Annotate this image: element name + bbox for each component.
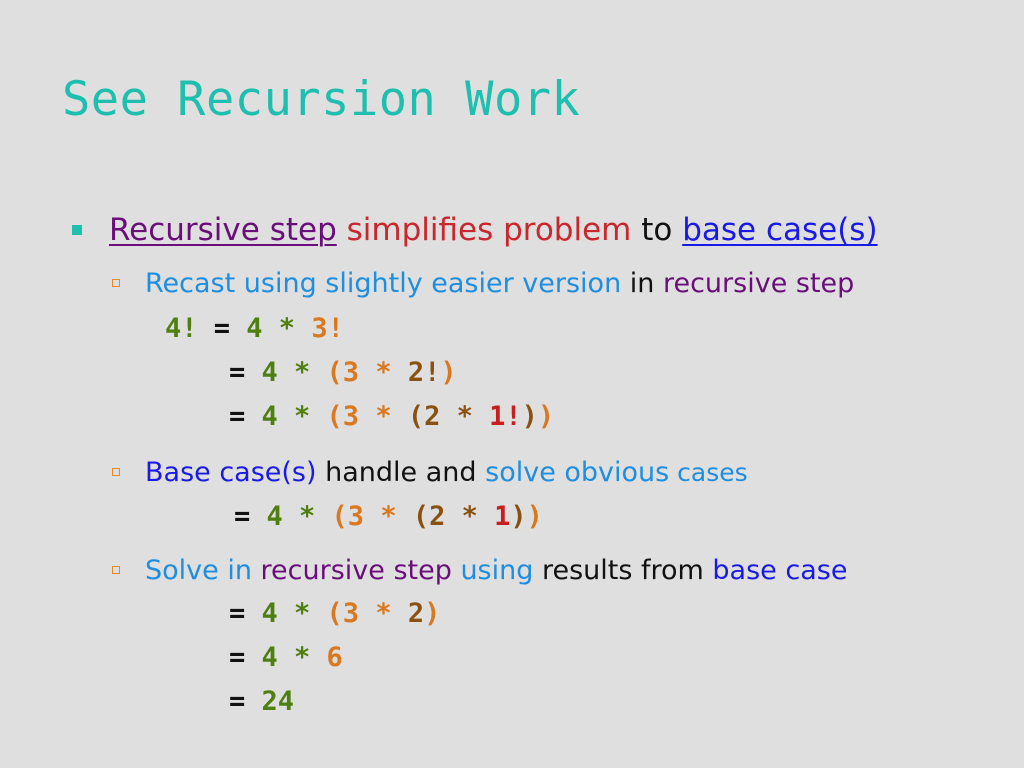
text-recursive-step: recursive step xyxy=(260,555,452,586)
code-line: = 4 * (3 * 2) xyxy=(229,598,440,629)
text-results-from: results from xyxy=(533,555,713,586)
text-base-case: base case xyxy=(712,555,848,586)
code-token: 4 * xyxy=(261,598,327,629)
text-using: using xyxy=(451,555,534,586)
subbullet-text: Solve in recursive step using results fr… xyxy=(145,555,847,586)
code-token: (2 * xyxy=(407,401,490,432)
code-token: = xyxy=(229,357,262,388)
code-token: = xyxy=(229,401,262,432)
code-token: = xyxy=(197,313,247,344)
code-token: 4! xyxy=(165,313,198,344)
code-token: 1! xyxy=(489,401,522,432)
text-solve-in: Solve in xyxy=(145,555,261,586)
code-token: ) xyxy=(537,401,555,432)
code-line: = 4 * 6 xyxy=(229,642,343,673)
code-line: = 4 * (3 * (2 * 1)) xyxy=(234,501,543,532)
code-token: 24 xyxy=(261,686,295,717)
code-token: 2! xyxy=(407,357,441,388)
code-token: = xyxy=(234,501,267,532)
text-solve-obvious: solve obvious xyxy=(485,457,670,488)
text-base-cases: Base case(s) xyxy=(145,457,317,488)
code-token: (3 * xyxy=(331,501,413,532)
code-token: (3 * xyxy=(326,598,408,629)
code-token: ) xyxy=(424,598,441,629)
subbullet-text: Base case(s) handle and solve obvious ca… xyxy=(145,457,748,488)
code-line: = 24 xyxy=(229,686,294,717)
code-token: 4 * xyxy=(266,501,332,532)
text-recast: Recast using slightly easier version xyxy=(145,268,622,299)
code-token: ) xyxy=(521,401,538,432)
code-token: 4 * xyxy=(246,313,312,344)
text-handle-and: handle and xyxy=(316,457,486,488)
slide-title: See Recursion Work xyxy=(62,72,581,127)
term-simplifies-problem: simplifies problem xyxy=(336,212,632,248)
code-token: ) xyxy=(526,501,543,532)
code-token: 4 * xyxy=(261,401,327,432)
code-token: (3 * xyxy=(326,401,408,432)
code-token: = xyxy=(229,598,262,629)
code-token: 1 xyxy=(494,501,511,532)
hollow-square-bullet-icon xyxy=(112,566,120,574)
text-recursive-step: recursive step xyxy=(662,268,855,299)
code-token: 2 xyxy=(407,598,425,629)
code-token: 4 * xyxy=(261,642,327,673)
code-line: 4! = 4 * 3! xyxy=(165,313,344,344)
code-token: (3 * xyxy=(326,357,408,388)
text-cases: cases xyxy=(669,458,748,487)
text-in: in xyxy=(621,268,663,299)
hollow-square-bullet-icon xyxy=(112,468,120,476)
code-token: 6 xyxy=(326,642,343,673)
code-token: 3! xyxy=(311,313,344,344)
code-line: = 4 * (3 * (2 * 1!)) xyxy=(229,401,554,432)
code-token: = xyxy=(229,642,262,673)
term-base-cases: base case(s) xyxy=(682,212,878,248)
square-bullet-icon xyxy=(72,225,82,235)
code-token: ) xyxy=(510,501,527,532)
bullet-text: Recursive step simplifies problem to bas… xyxy=(109,212,878,248)
code-token: ) xyxy=(440,357,457,388)
code-line: = 4 * (3 * 2!) xyxy=(229,357,457,388)
code-token: = xyxy=(229,686,262,717)
code-token: 4 * xyxy=(261,357,327,388)
subbullet-text: Recast using slightly easier version in … xyxy=(145,268,854,299)
hollow-square-bullet-icon xyxy=(112,279,120,287)
word-to: to xyxy=(631,212,683,248)
term-recursive-step: Recursive step xyxy=(109,212,337,248)
code-token: (2 * xyxy=(412,501,495,532)
